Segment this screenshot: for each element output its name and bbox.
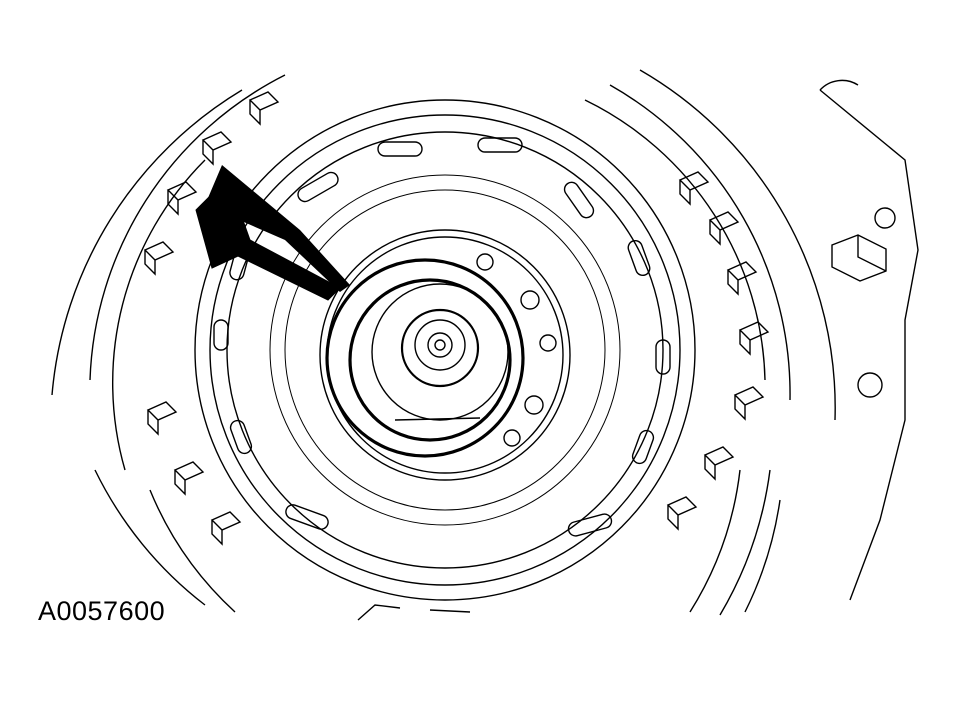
pointer-arrow <box>195 165 350 301</box>
outer-drum-arcs <box>51 69 919 616</box>
case-holes <box>857 207 896 398</box>
clutch-hub-rings <box>194 99 696 601</box>
clutch-plate-lugs <box>143 91 887 546</box>
bottom-bracket <box>357 604 471 621</box>
center-gear-assembly <box>319 229 571 481</box>
figure-caption: A0057600 <box>38 596 166 626</box>
hub-slots <box>213 137 671 537</box>
